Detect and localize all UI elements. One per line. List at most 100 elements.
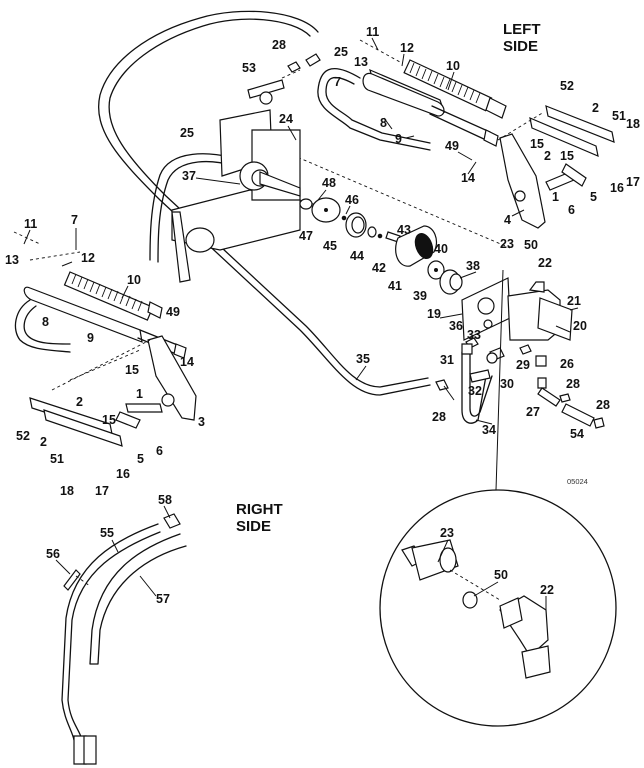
- callout: 14: [461, 171, 475, 185]
- callout: 8: [42, 315, 49, 329]
- callout: 18: [60, 484, 74, 498]
- callout: 24: [279, 112, 293, 126]
- callout: 50: [494, 568, 508, 582]
- callouts-detail-circle: 23 50 22: [440, 526, 554, 597]
- callout: 43: [397, 223, 411, 237]
- callout: 15: [102, 413, 116, 427]
- right-side-label-line2: SIDE: [236, 518, 271, 535]
- callouts-center-assembly: 28 53 25 24 37 48 46 47 45 44 43 42 41 4…: [180, 38, 610, 441]
- callout: 36: [449, 319, 463, 333]
- callout: 11: [366, 25, 379, 39]
- detail-leader: [495, 269, 504, 491]
- callout: 15: [125, 363, 139, 377]
- callout: 52: [16, 429, 30, 443]
- callout: 25: [180, 126, 194, 140]
- callout: 54: [570, 427, 584, 441]
- callout: 30: [500, 377, 514, 391]
- callout: 44: [350, 249, 364, 263]
- callout: 39: [413, 289, 427, 303]
- callout: 8: [380, 116, 387, 130]
- callout: 16: [610, 181, 624, 195]
- callout: 10: [127, 273, 141, 287]
- pump-parts-stack: [299, 197, 463, 295]
- callout: 7: [71, 213, 78, 227]
- callout: 42: [372, 261, 386, 275]
- callout: 15: [530, 137, 544, 151]
- callout: 2: [40, 435, 47, 449]
- callout: 23: [500, 237, 514, 251]
- callout: 18: [626, 117, 640, 131]
- callout: 9: [87, 331, 94, 345]
- callout: 14: [180, 355, 194, 369]
- callout: 28: [272, 38, 286, 52]
- callout: 22: [538, 256, 552, 270]
- callouts-right-assembly: 11 7 13 12 10 8 9 49 14 15 1 3 2 52 2 15…: [5, 213, 205, 498]
- callouts-left-assembly: 11 12 13 25 7 10 8 9 49 14 4 15 2 52 51 …: [334, 25, 640, 227]
- callout: 9: [395, 132, 402, 146]
- callout: 1: [552, 190, 559, 204]
- callout: 51: [612, 109, 626, 123]
- callout: 19: [427, 307, 441, 321]
- callout: 57: [156, 592, 170, 606]
- callout: 3: [198, 415, 205, 429]
- callout: 12: [81, 251, 95, 265]
- callout: 27: [526, 405, 540, 419]
- callout: 32: [468, 384, 482, 398]
- callout: 55: [100, 526, 114, 540]
- callout: 17: [626, 175, 640, 189]
- callout: 28: [432, 410, 446, 424]
- callouts-handle-assembly: 58 55 56 57: [46, 493, 172, 606]
- fitting-53: [247, 53, 321, 105]
- callout: 2: [76, 395, 83, 409]
- callout: 6: [568, 203, 575, 217]
- callout: 33: [467, 328, 481, 342]
- callout: 5: [590, 190, 597, 204]
- callout: 15: [560, 149, 574, 163]
- callout: 25: [334, 45, 348, 59]
- callout: 45: [323, 239, 337, 253]
- left-cylinder-assembly: [275, 39, 615, 249]
- callout: 31: [440, 353, 454, 367]
- callout: 48: [322, 176, 336, 190]
- spring-10: [403, 59, 507, 119]
- valve-assembly: [461, 277, 605, 429]
- callout: 34: [482, 423, 496, 437]
- callout: 53: [242, 61, 256, 75]
- left-side-label-line2: SIDE: [503, 38, 538, 55]
- callout: 40: [434, 242, 448, 256]
- callout: 52: [560, 79, 574, 93]
- figure-code: 05024: [567, 477, 588, 486]
- callout: 58: [158, 493, 172, 507]
- callout: 28: [596, 398, 610, 412]
- callout: 10: [446, 59, 460, 73]
- right-cylinder-assembly: [13, 231, 197, 447]
- callout: 49: [445, 139, 459, 153]
- callout: 2: [544, 149, 551, 163]
- callout: 13: [5, 253, 19, 267]
- callout: 7: [334, 75, 341, 89]
- callout: 26: [560, 357, 574, 371]
- right-side-label-line1: RIGHT: [236, 501, 283, 518]
- callout: 5: [137, 452, 144, 466]
- callout: 51: [50, 452, 64, 466]
- handle-assembly: [61, 513, 187, 765]
- center-bracket-assembly: [171, 109, 341, 283]
- callout: 41: [388, 279, 402, 293]
- bellcrank-4: [499, 133, 546, 229]
- callout: 50: [524, 238, 538, 252]
- hose-25: [149, 153, 241, 261]
- callout: 13: [354, 55, 368, 69]
- callout: 29: [516, 358, 530, 372]
- callout: 1: [136, 387, 143, 401]
- callout: 28: [566, 377, 580, 391]
- callout: 2: [592, 101, 599, 115]
- callout: 56: [46, 547, 60, 561]
- callout: 49: [166, 305, 180, 319]
- callout: 23: [440, 526, 454, 540]
- callout: 38: [466, 259, 480, 273]
- callout: 21: [567, 294, 581, 308]
- callout: 12: [400, 41, 414, 55]
- callout: 20: [573, 319, 587, 333]
- callout: 47: [299, 229, 313, 243]
